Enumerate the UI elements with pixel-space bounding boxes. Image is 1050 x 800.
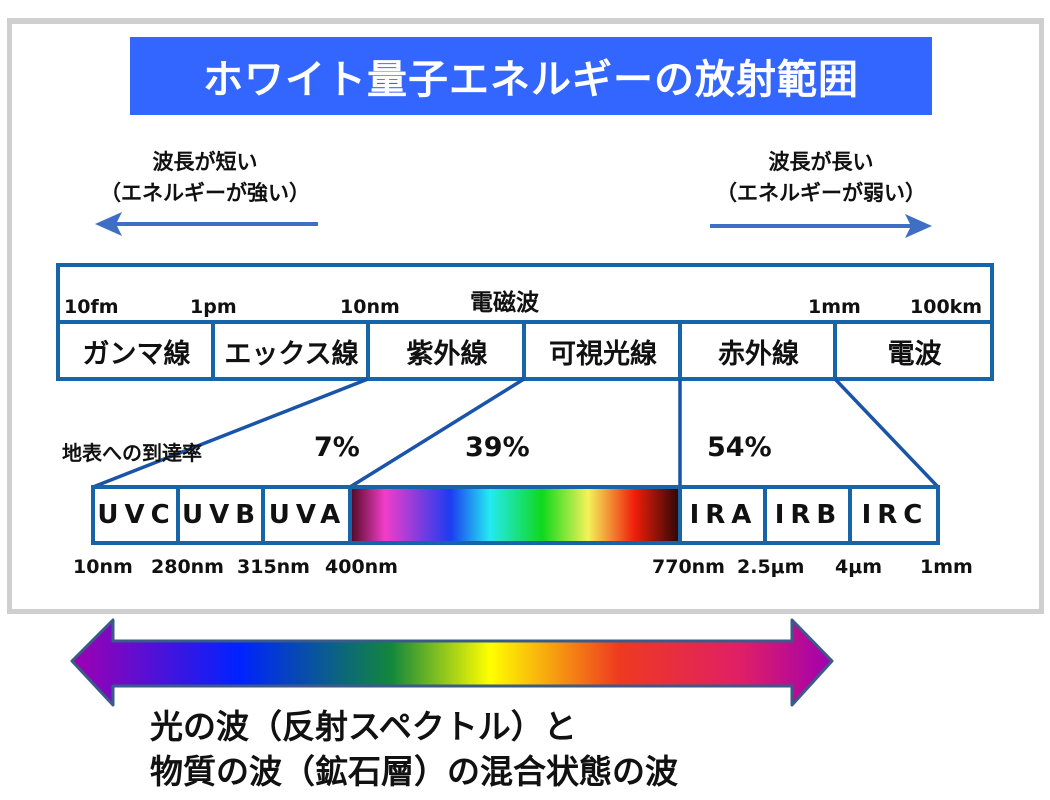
- band-x-ray: エックス線: [224, 338, 359, 370]
- bottom-double-arrow-icon: [70, 618, 834, 707]
- short-wavelength-line2: （エネルギーが強い）: [100, 181, 310, 205]
- scale-label-10fm: 10fm: [64, 296, 119, 318]
- wavelength-1mm: 1mm: [920, 556, 973, 578]
- band-gamma-ray: ガンマ線: [82, 338, 191, 370]
- band-visible: 可視光線: [549, 338, 657, 370]
- scale-label-10nm: 10nm: [340, 296, 400, 318]
- long-wavelength-line1: 波長が長い: [768, 150, 874, 174]
- caption-line1: 光の波（反射スペクトル）と: [150, 707, 577, 746]
- caption-line2: 物質の波（鉱石層）の混合状態の波: [150, 752, 678, 791]
- scale-label-100km: 100km: [910, 296, 983, 318]
- arrow-right-icon: [710, 214, 932, 238]
- arrow-left-icon: [95, 212, 318, 236]
- long-wavelength-line2: （エネルギーが弱い）: [716, 181, 926, 205]
- wavelength-400nm: 400nm: [325, 556, 398, 578]
- sub-band-uva: UVA: [268, 500, 347, 530]
- wavelength-770nm: 770nm: [652, 556, 725, 578]
- wavelength-315nm: 315nm: [237, 556, 310, 578]
- long-wavelength-label: 波長が長い （エネルギーが弱い）: [686, 147, 956, 209]
- sub-band-uvb: UVB: [181, 500, 262, 530]
- scale-label-1pm: 1pm: [190, 296, 237, 318]
- wavelength-4um: 4μm: [835, 556, 882, 578]
- band-infrared: 赤外線: [718, 338, 799, 370]
- wavelength-280nm: 280nm: [151, 556, 224, 578]
- diagram-title: ホワイト量子エネルギーの放射範囲: [130, 37, 932, 115]
- sub-band-irb: IRB: [774, 500, 843, 530]
- wavelength-10nm: 10nm: [73, 556, 133, 578]
- scale-label-1mm: 1mm: [808, 296, 861, 318]
- band-ultraviolet: 紫外線: [406, 338, 488, 370]
- surface-reach-label: 地表への到達率: [62, 441, 202, 465]
- visible-spectrum-gradient: [352, 489, 680, 541]
- visible-reach-percent: 39%: [465, 432, 530, 463]
- ir-reach-percent: 54%: [707, 432, 772, 463]
- sub-band-ira: IRA: [689, 500, 758, 530]
- short-wavelength-label: 波長が短い （エネルギーが強い）: [70, 147, 340, 209]
- band-radio: 電波: [887, 338, 942, 370]
- wavelength-2-5um: 2.5μm: [737, 556, 805, 578]
- sub-band-uvc: UVC: [97, 500, 176, 530]
- em-spectrum-title: 電磁波: [470, 290, 539, 316]
- short-wavelength-line1: 波長が短い: [152, 150, 258, 174]
- sub-band-irc: IRC: [861, 500, 929, 530]
- uv-reach-percent: 7%: [314, 432, 360, 463]
